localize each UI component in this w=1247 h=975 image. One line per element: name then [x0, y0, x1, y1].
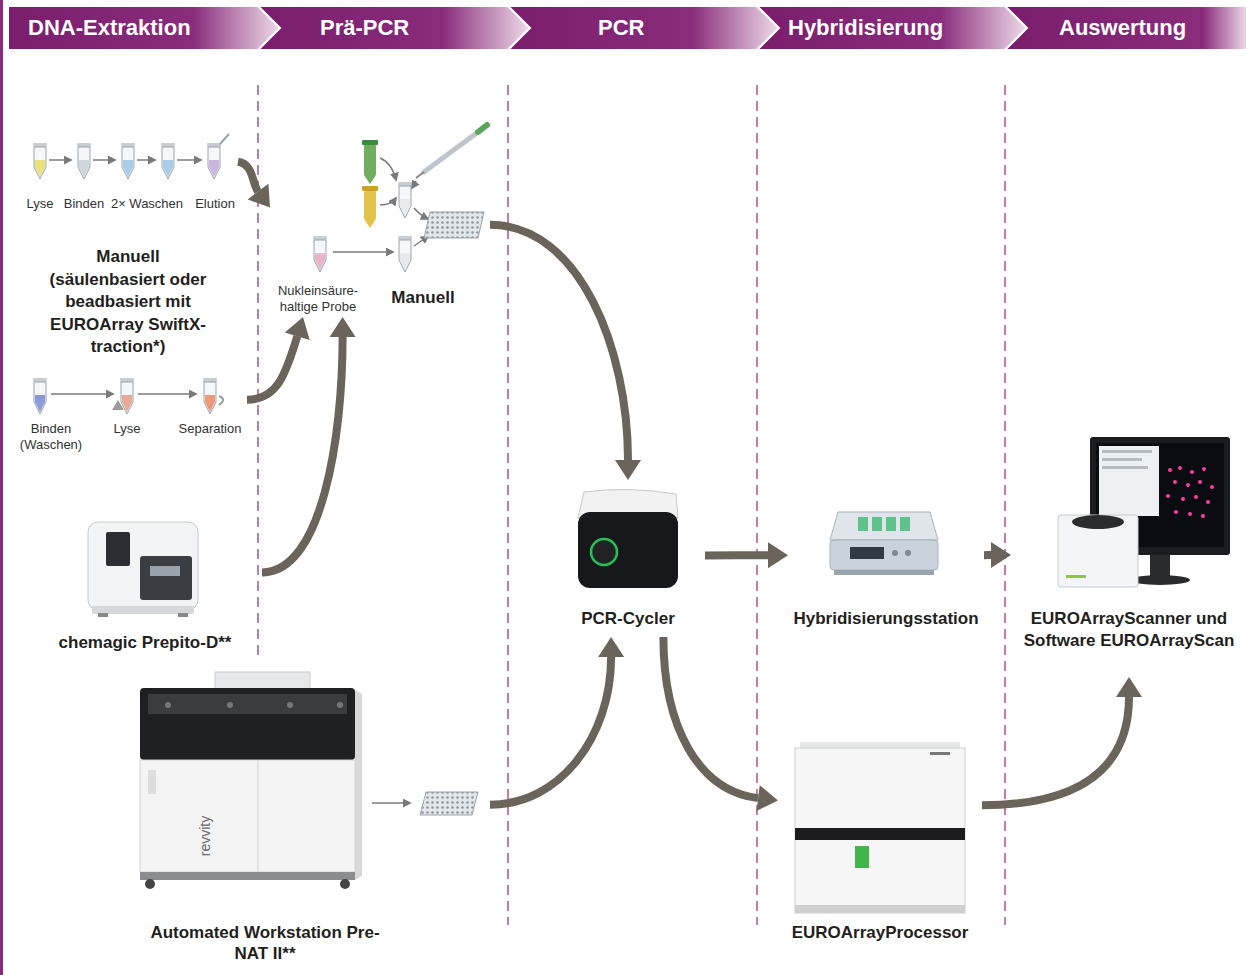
node-label: PCR-Cycler — [553, 608, 703, 629]
node-label: 2× Waschen — [103, 196, 191, 212]
arrow-head — [248, 184, 270, 208]
brand-label: revvity — [197, 806, 213, 866]
arrow-head — [768, 542, 788, 568]
chevron-fill — [1005, 6, 1247, 50]
node-label: Separation — [175, 421, 245, 437]
arrow-head — [991, 542, 1011, 568]
node-label: EUROArrayProcessor — [780, 922, 980, 943]
node-label: Hybridisierungsstation — [790, 608, 982, 629]
phase-chevron: Prä-PCR — [258, 6, 530, 50]
column-tubes — [33, 134, 229, 179]
instrument-box: EUROArrayScanner und Software EUROArrayS… — [1011, 430, 1247, 677]
flow-arrow — [705, 542, 788, 568]
instrument-box: Hybridisierungsstation — [788, 495, 984, 635]
phase-title: Auswertung — [1059, 15, 1186, 41]
chevron-fill — [757, 6, 1027, 50]
phase-title: DNA-Extraktion — [28, 15, 191, 41]
node-label: Lyse — [15, 196, 65, 212]
flow-arrow — [982, 677, 1142, 805]
instrument-box: Automated Workstation Pre-NAT II** — [120, 660, 490, 966]
chevron-fill — [8, 6, 280, 50]
phase-divider — [258, 85, 1005, 925]
phase-title: Prä-PCR — [320, 15, 409, 41]
flow-arrow — [262, 317, 356, 572]
arrow-shaft — [984, 551, 991, 559]
phase-chevron: Hybridisierung — [757, 6, 1027, 50]
node-label: Binden (Waschen) — [15, 421, 87, 453]
bead-tubes — [33, 378, 223, 414]
processor-art — [795, 742, 965, 913]
phase-title: Hybridisierung — [788, 15, 943, 41]
instrument-box: chemagic Prepito-D** — [28, 510, 262, 655]
arrow-head — [598, 637, 624, 657]
chevron-fill — [258, 6, 530, 50]
node-label: Manuell — [378, 287, 468, 308]
page-border — [0, 0, 3, 975]
flow-arrow — [984, 542, 1011, 568]
node-label: Binden — [59, 196, 109, 212]
flow-arrow — [247, 317, 310, 400]
flow-arrow — [238, 162, 270, 208]
arrow-head — [615, 460, 641, 480]
arrow-shaft — [238, 162, 258, 192]
phase-chevron: DNA-Extraktion — [8, 6, 280, 50]
instrument-box: PCR-Cycler — [551, 480, 705, 637]
arrow-shaft — [262, 337, 343, 572]
node-label: EUROArrayScanner und Software EUROArrayS… — [1013, 608, 1245, 652]
workstation — [140, 672, 478, 889]
node-label: Nukleinsäure-haltige Probe — [272, 283, 364, 315]
scanner-art — [1058, 437, 1230, 587]
flow-arrow — [663, 637, 778, 811]
column-extraction-steps: LyseBinden2× WaschenElution — [13, 140, 238, 215]
pre-pcr-manual: Nukleinsäure-haltige Probe Manuell — [270, 125, 490, 317]
node-label: Elution — [194, 196, 236, 212]
arrow-head — [285, 317, 310, 340]
flow-arrow — [490, 225, 641, 480]
arrow-head — [330, 317, 356, 337]
arrow-shaft — [247, 336, 297, 400]
pcr-cycler-art — [578, 489, 678, 588]
method-label: Manuell (säulenbasiert oder beadbasiert … — [48, 246, 208, 359]
instrument-box: EUROArrayProcessor — [778, 730, 982, 965]
node-label: Automated Workstation Pre-NAT II** — [150, 922, 380, 964]
phase-chevron: PCR — [508, 6, 779, 50]
node-label: chemagic Prepito-D** — [30, 632, 260, 653]
pre-pcr-manual-art — [313, 125, 487, 272]
arrow-head — [757, 785, 778, 811]
node-label: Lyse — [102, 421, 152, 437]
arrow-shaft — [490, 225, 628, 460]
flow-arrow — [490, 637, 624, 805]
phase-chevron: Auswertung — [1005, 6, 1247, 50]
arrow-shaft — [982, 697, 1129, 805]
chevron-fill — [508, 6, 779, 50]
phase-title: PCR — [598, 15, 644, 41]
arrow-shaft — [490, 657, 611, 805]
arrow-head — [1116, 677, 1142, 697]
bead-extraction-steps: Binden (Waschen) Lyse Separation — [13, 375, 247, 455]
hybridisation-station-art — [830, 512, 938, 575]
arrow-shaft — [705, 551, 768, 559]
arrow-shaft — [663, 637, 758, 798]
extraction-instrument — [88, 522, 198, 617]
